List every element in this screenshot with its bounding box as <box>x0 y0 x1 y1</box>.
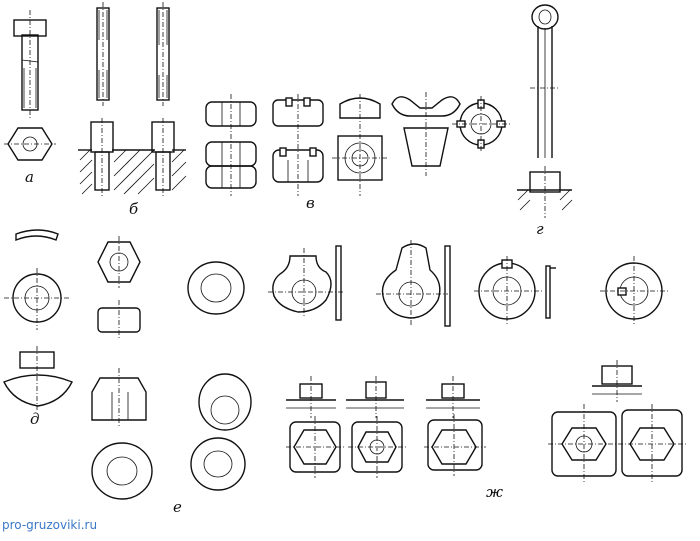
bolt-figure <box>4 10 56 161</box>
label-zh: ж <box>486 483 504 501</box>
nuts-figure <box>205 92 510 196</box>
lock-nuts-figure <box>91 236 252 500</box>
label-a: а <box>25 168 34 186</box>
label-g: г <box>536 220 544 238</box>
spring-washer-figure <box>3 229 73 410</box>
label-v: в <box>306 194 315 212</box>
label-d: д <box>30 410 40 428</box>
locking-plates-figure <box>286 360 688 484</box>
label-b: б <box>129 200 139 218</box>
studs-figure <box>78 2 187 198</box>
cotter-pin-figure <box>517 4 573 218</box>
tab-washers-figure <box>268 240 670 327</box>
label-e: е <box>173 498 182 516</box>
watermark: pro-gruzoviki.ru <box>2 518 98 532</box>
